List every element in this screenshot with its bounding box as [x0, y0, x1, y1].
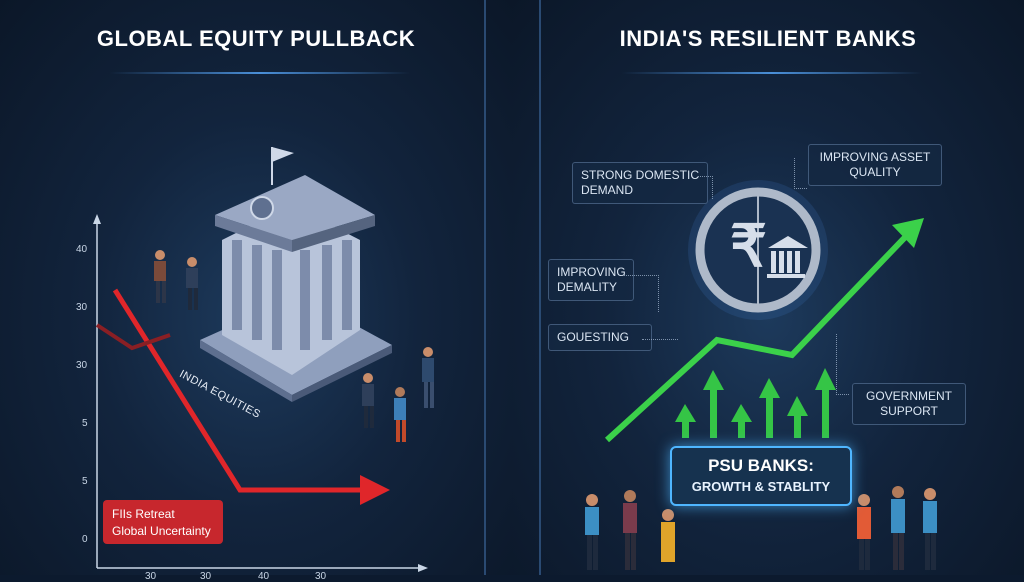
rupee-symbol-icon: ₹: [730, 214, 767, 279]
flag-icon: [272, 147, 294, 162]
y-tick: 30: [76, 302, 88, 313]
x-tick: 30: [145, 571, 157, 582]
people-group-left: [154, 250, 434, 442]
rupee-medallion-icon: [250, 196, 274, 220]
left-frame-line: [484, 0, 486, 575]
left-title: GLOBAL EQUITY PULLBACK: [96, 26, 416, 51]
up-trend-arrow: [892, 218, 924, 248]
right-frame-line: [539, 0, 541, 575]
callout-line-2: Global Uncertainty: [112, 524, 211, 538]
y-tick: 5: [82, 476, 88, 487]
connector: [836, 334, 849, 395]
y-tick: 5: [82, 418, 88, 429]
down-trend-line: [112, 288, 365, 493]
right-title-rule: [622, 72, 922, 74]
left-panel: GLOBAL EQUITY PULLBACK: [0, 0, 512, 582]
building-base-front: [292, 345, 392, 402]
up-trend-line: [604, 227, 915, 443]
growth-arrows: [675, 368, 836, 438]
x-axis-arrow: [418, 564, 428, 572]
x-tick: 40: [258, 571, 270, 582]
roof-edge: [215, 215, 292, 252]
connector: [698, 176, 713, 199]
right-title: INDIA'S RESILIENT BANKS: [619, 26, 917, 51]
roof-edge-2: [292, 215, 375, 252]
callout-gouesting: GOUESTING: [548, 324, 652, 351]
callout-line-1: FIIs Retreat: [112, 507, 175, 521]
building-roof: [215, 175, 375, 240]
right-panel: INDIA'S RESILIENT BANKS: [512, 0, 1024, 575]
y-tick: 0: [82, 534, 88, 545]
psu-banks-banner: PSU BANKS: GROWTH & STABLITY: [670, 446, 852, 506]
banner-line-1: PSU BANKS:: [708, 456, 814, 475]
left-title-rule: [110, 72, 410, 74]
callout-government-support: GOVERNMENT SUPPORT: [852, 383, 966, 425]
celebrating-crowd: [585, 486, 937, 570]
x-tick: 30: [315, 571, 327, 582]
connector: [624, 275, 659, 312]
connector: [794, 158, 807, 189]
bank-icon: [767, 236, 808, 278]
connector: [642, 339, 678, 340]
building-base-side: [200, 340, 292, 402]
callout-improving: IMPROVING DEMALITY: [548, 259, 634, 301]
y-axis-arrow: [93, 214, 101, 224]
down-trend-arrow: [360, 475, 390, 505]
faded-trend-line: [95, 323, 171, 351]
callout-asset-quality: IMPROVING ASSET QUALITY: [808, 144, 942, 186]
y-tick: 30: [76, 360, 88, 371]
callout-domestic-demand: STRONG DOMESTIC DEMAND: [572, 162, 708, 204]
right-illustration: [585, 180, 937, 570]
banner-line-2: GROWTH & STABLITY: [691, 479, 831, 494]
fiis-callout: FIIs Retreat Global Uncertainty: [103, 500, 223, 544]
x-tick: 30: [200, 571, 212, 582]
y-tick: 40: [76, 244, 88, 255]
building-columns: [232, 240, 352, 350]
left-illustration: [93, 147, 434, 572]
